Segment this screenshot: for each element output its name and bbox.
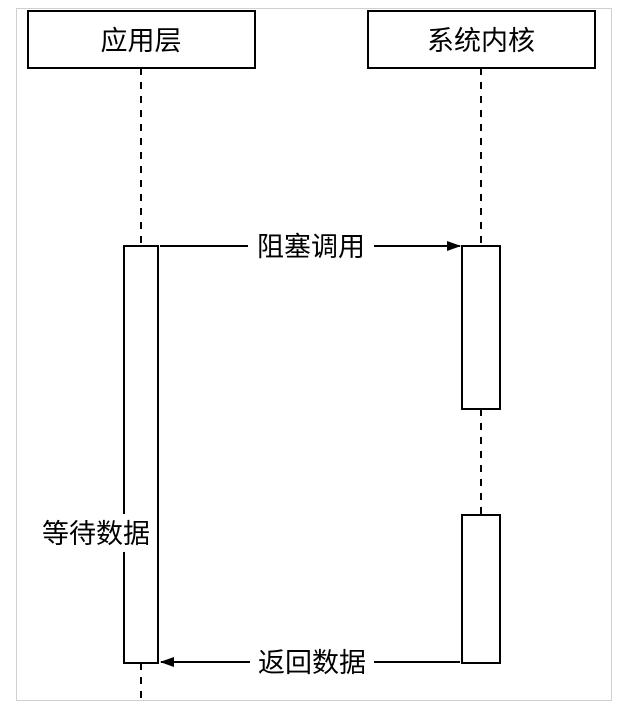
activation-bar-kernel-return xyxy=(461,514,501,664)
participant-app-layer: 应用层 xyxy=(27,10,256,69)
waiting-data-label: 等待数据 xyxy=(42,519,150,550)
participant-app-layer-label: 应用层 xyxy=(101,26,182,57)
message-blocking-call: 阻塞调用 xyxy=(160,232,461,263)
activation-bar-app-layer xyxy=(123,245,159,664)
participant-kernel: 系统内核 xyxy=(367,10,596,69)
message-return-data: 返回数据 xyxy=(160,648,460,679)
activation-bar-kernel-call xyxy=(461,245,501,410)
diagram-frame xyxy=(16,8,612,701)
participant-kernel-label: 系统内核 xyxy=(427,26,535,57)
blocking-call-label: 阻塞调用 xyxy=(257,232,365,263)
waiting-data-label-background xyxy=(40,514,152,552)
return-data-label: 返回数据 xyxy=(258,648,366,679)
